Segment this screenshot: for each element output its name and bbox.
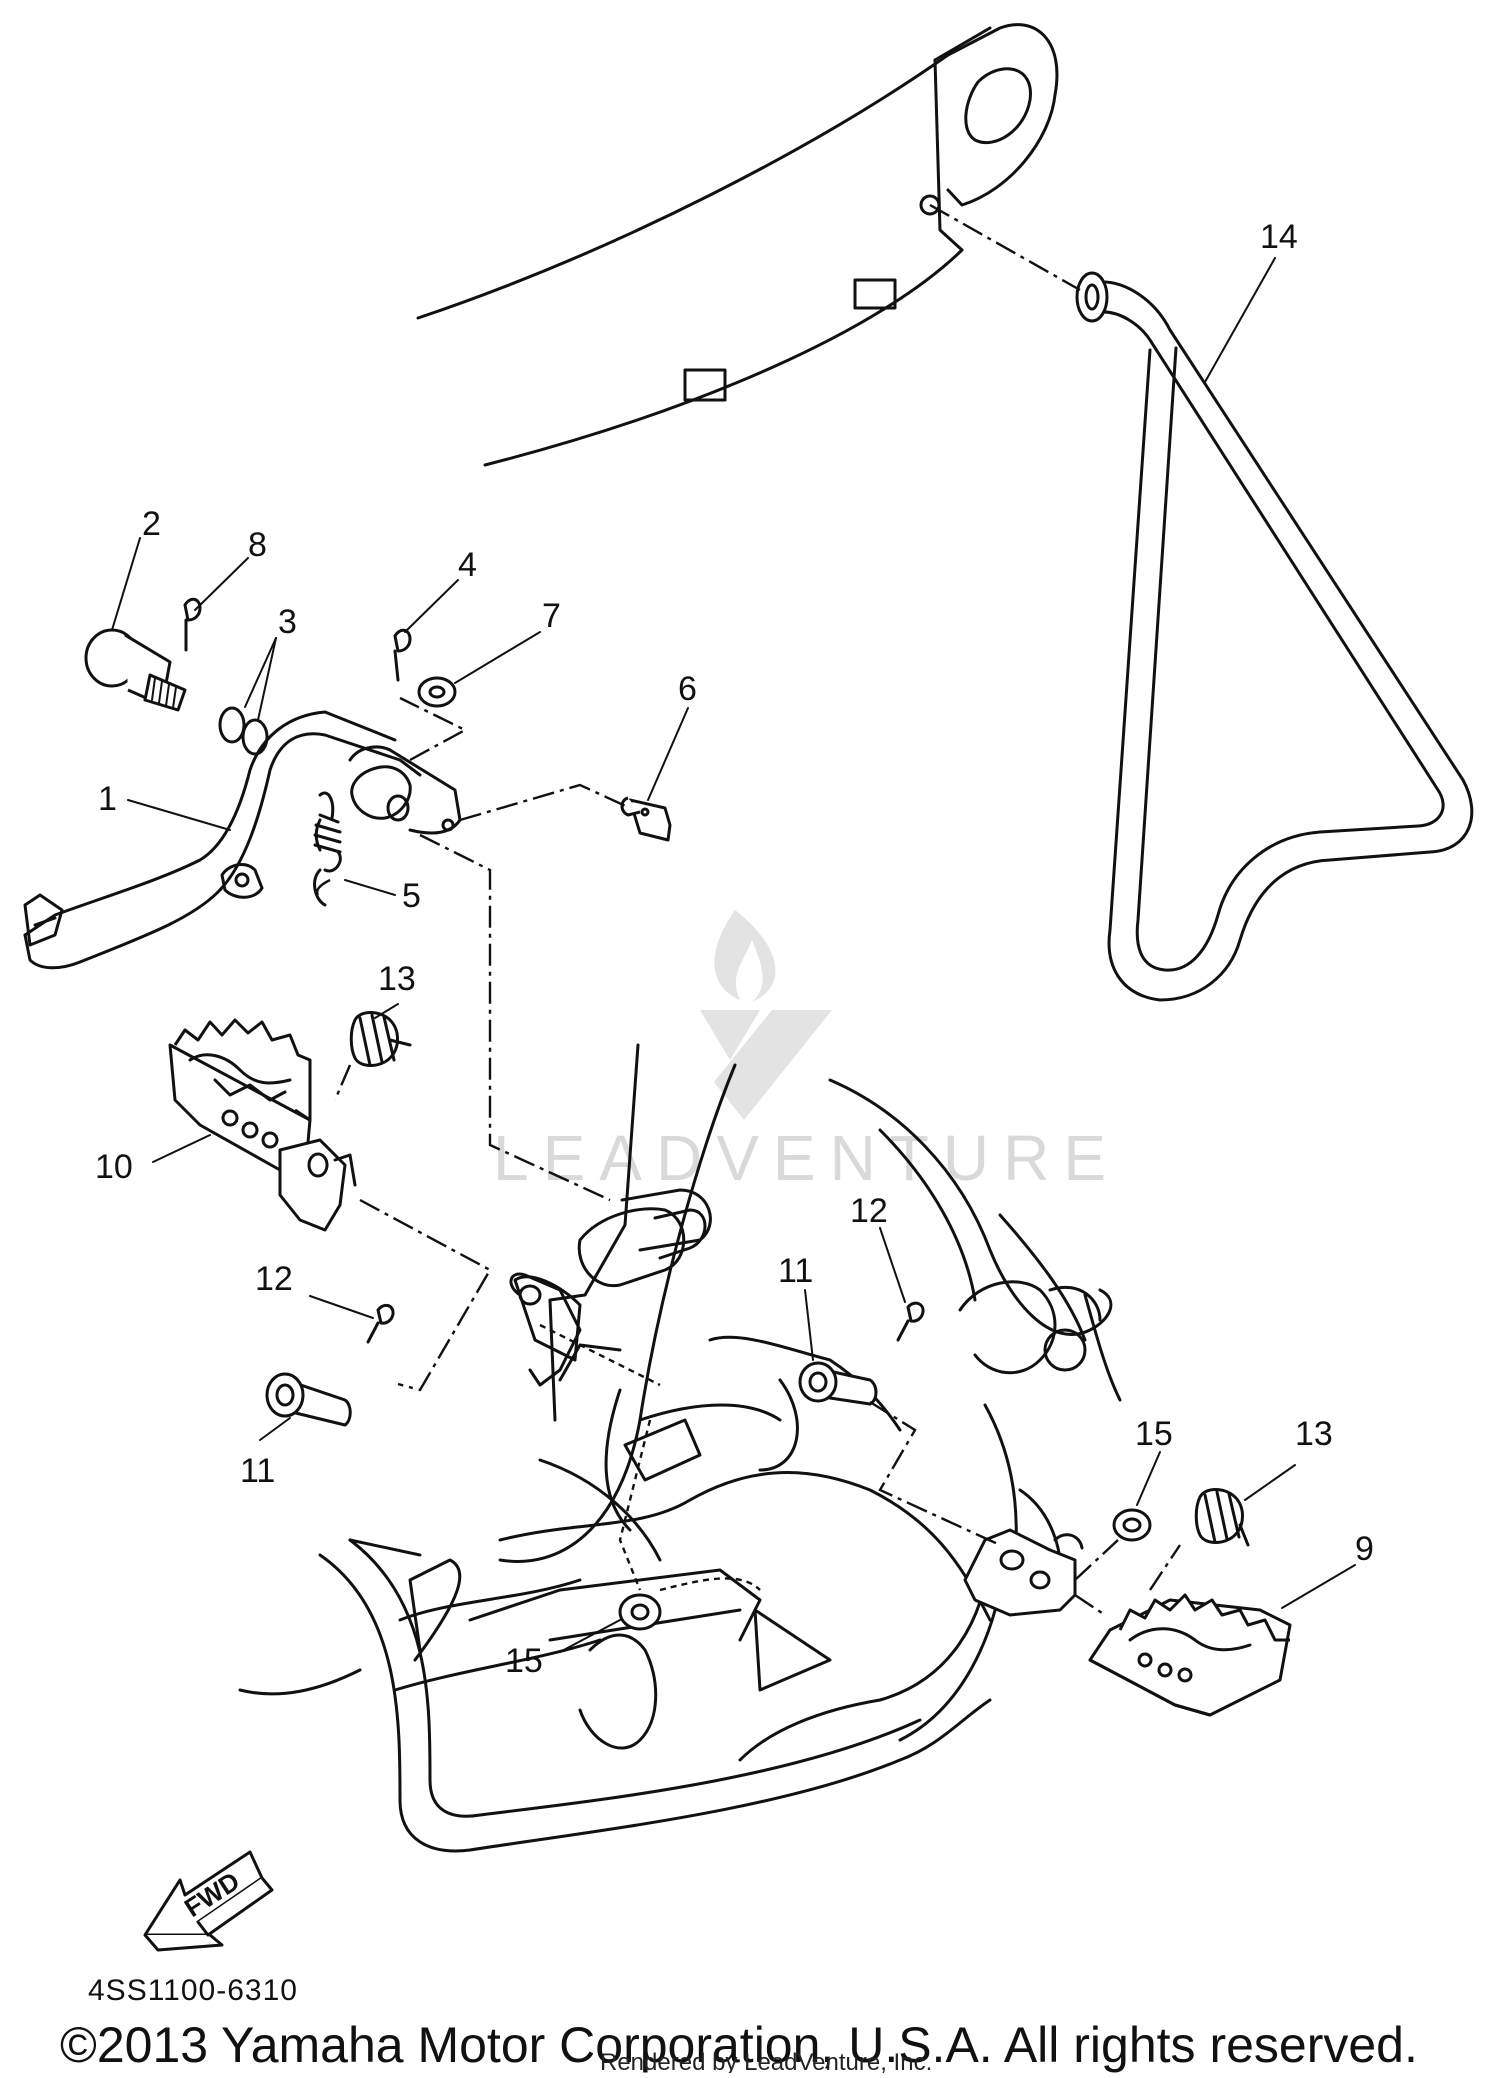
callout-11-right: 11: [778, 1252, 813, 1290]
callout-1: 1: [98, 780, 117, 818]
bushings: [618, 1508, 1152, 1631]
side-stand: [929, 203, 1474, 1002]
assembly-lines: [316, 696, 1181, 1616]
washer: [417, 676, 457, 708]
part-code: 4SS1100-6310: [88, 1974, 298, 2007]
footrest-left: [168, 1018, 357, 1232]
callout-6: 6: [678, 670, 697, 708]
footrest-bracket-right: [963, 1528, 1084, 1617]
callout-3: 3: [278, 603, 297, 641]
footrest-springs: [349, 1011, 1250, 1547]
clevis-pins: [265, 1361, 878, 1427]
o-rings: [218, 706, 269, 756]
leadventure-watermark: LEADVENTURE: [493, 910, 1120, 1194]
callouts: 2 8 3 4 7 6 1 5 13 10 12 11 11 12 15 13 …: [95, 218, 1374, 1680]
watermark-text: LEADVENTURE: [493, 1122, 1120, 1194]
callout-13-left: 13: [378, 960, 416, 998]
callout-15-right: 15: [1135, 1415, 1173, 1453]
callout-14: 14: [1260, 218, 1298, 256]
return-spring: [313, 791, 342, 907]
swingarm: [416, 23, 1059, 467]
callout-12-left: 12: [255, 1260, 293, 1298]
pivot-bolt: [84, 628, 187, 712]
copyright-text: ©2013 Yamaha Motor Corporation, U.S.A. A…: [60, 2017, 1418, 2073]
callout-15-left: 15: [505, 1642, 543, 1680]
callout-5: 5: [402, 877, 421, 915]
callout-11-left: 11: [240, 1452, 275, 1490]
callout-10: 10: [95, 1148, 133, 1186]
clevis-pin: [620, 796, 672, 842]
callout-7: 7: [542, 597, 561, 635]
callout-4: 4: [458, 546, 477, 584]
callout-13-right: 13: [1295, 1415, 1333, 1453]
rendered-by-text: Rendered by LeadVenture, Inc.: [600, 2049, 932, 2073]
frame: [238, 1043, 1122, 1853]
footrest-right: [1088, 1593, 1292, 1717]
leader-lines: [111, 257, 1356, 1653]
cotter-pins: [183, 597, 925, 1344]
callout-8: 8: [248, 526, 267, 564]
callout-12-right: 12: [850, 1192, 888, 1230]
brake-pedal: [23, 710, 462, 970]
fwd-arrow-icon: FWD: [143, 1850, 274, 1952]
callout-9: 9: [1355, 1530, 1374, 1568]
callout-2: 2: [142, 505, 161, 543]
